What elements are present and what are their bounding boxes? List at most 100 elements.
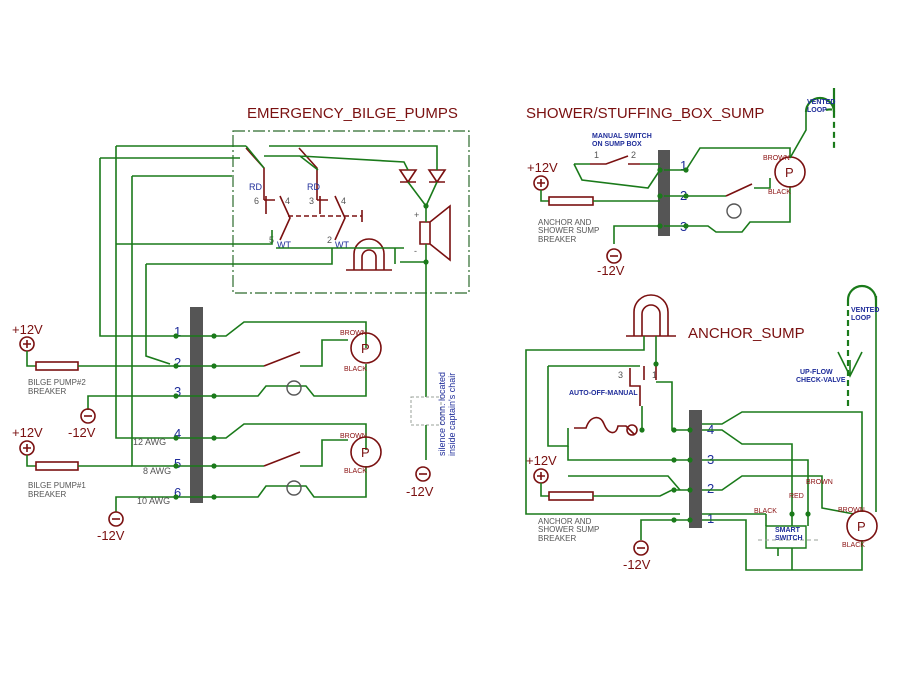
title-anchor-sump: ANCHOR_SUMP [688, 325, 805, 342]
bilge-terminal-1: 1 [174, 324, 181, 339]
emergency-panel-boundary [232, 130, 470, 294]
wire-anchor-lamp-feed [525, 336, 680, 515]
bilge-pump-section: 1 2 3 4 5 6 +12V BILGE PUMP#2 BREAKER -1… [12, 146, 382, 543]
bilge-ground-1-label: -12V [68, 425, 96, 440]
bilge-2-plus-label: +12V [12, 322, 43, 337]
wire-pump-2-float [176, 339, 348, 367]
anchor-terminal-strip [689, 410, 702, 528]
relay-2-pin-2: 2 [327, 235, 332, 245]
wire-shower-float [664, 178, 771, 197]
float-1-ball-icon [286, 480, 302, 496]
wire-bilge-ground-1 [87, 395, 176, 410]
anchor-lamp-inner [641, 304, 661, 336]
wire-panel-rd [264, 155, 409, 171]
shower-discharge-hose [789, 112, 807, 159]
wire-terminal-1 [99, 158, 176, 337]
auto-off-manual-label: AUTO-OFF-MANUAL [569, 390, 638, 397]
anchor-sump-section: 3 1 AUTO-OFF-MANUAL 4 3 2 1 +12V ANCHOR … [525, 284, 879, 572]
ground-emergency-label: -12V [406, 484, 434, 499]
anchor-breaker-label-2: SHOWER SUMP [538, 525, 599, 534]
shower-breaker-label-2: SHOWER SUMP [538, 226, 599, 235]
relay-1-rd-label: RD [249, 182, 262, 192]
silence-note-line-1: silence conn. located [437, 372, 447, 456]
wire-manual-switch [573, 163, 661, 189]
anchor-terminal-1: 1 [707, 511, 714, 526]
anchor-switch-pin-1: 1 [652, 370, 657, 380]
shower-breaker-label-3: BREAKER [538, 235, 576, 244]
shower-vented-loop-icon [825, 108, 836, 150]
relay-1-wt-label: WT [277, 240, 291, 250]
shower-pump-label: P [785, 165, 794, 180]
anchor-ground-label: -12V [623, 557, 651, 572]
anchor-lamp-icon [626, 294, 676, 337]
anchor-switch-pin-3: 3 [618, 370, 623, 380]
relay-2-contact [334, 195, 346, 241]
anchor-breaker-label-1: ANCHOR AND [538, 517, 592, 526]
smart-switch-label-1: SMART [775, 527, 801, 534]
wire-terminal-2-wt [145, 248, 333, 365]
shower-float-ball-icon [726, 203, 742, 219]
relay-1-pin-6: 6 [254, 196, 259, 206]
anchor-pump-black-label: BLACK [842, 542, 865, 549]
relay-leads [265, 196, 321, 214]
wire-smart-switch-top [765, 514, 809, 526]
anchor-pump-icon [846, 510, 878, 542]
anchor-pump-brown-label: BROWN [838, 507, 865, 514]
pump-1-brown-label: BROWN [340, 433, 367, 440]
wire-anchor-4-brown [702, 411, 863, 512]
wire-shower-brown [664, 147, 791, 171]
ground-emergency-icon [415, 466, 431, 482]
pump-1-label: P [361, 445, 370, 460]
anchor-pump-label: P [857, 519, 866, 534]
title-shower-stuffing-box-sump: SHOWER/STUFFING_BOX_SUMP [526, 105, 764, 122]
anchor-red-label: RED [789, 493, 804, 500]
bilge-1-breaker-label-2: BREAKER [28, 490, 66, 499]
anchor-vented-loop-label-1: VENTED [851, 307, 879, 314]
relay-2-pin-4: 4 [341, 196, 346, 206]
shower-terminal-strip [658, 150, 670, 236]
bilge-2-breaker-label-1: BILGE PUMP#2 [28, 378, 86, 387]
check-valve-icon [837, 351, 863, 378]
bilge-terminal-4: 4 [174, 426, 181, 441]
wire-smart-switch-bottom [777, 548, 793, 570]
speaker-minus: - [414, 246, 417, 256]
speaker-plus: + [414, 210, 419, 220]
alarm-lamp-inner [361, 249, 377, 270]
relay-2-wt-label: WT [335, 240, 349, 250]
smart-switch-label-2: SWITCH [775, 535, 803, 542]
manual-switch-label-2: ON SUMP BOX [592, 141, 642, 148]
bilge-2-breaker-icon [35, 361, 79, 371]
shower-ground-icon [606, 248, 622, 264]
manual-switch-icon [590, 155, 640, 165]
diode-1-icon [398, 169, 418, 184]
anchor-plus-label: +12V [526, 453, 557, 468]
diode-2-icon [427, 169, 447, 184]
anchor-breaker-label-3: BREAKER [538, 534, 576, 543]
relay-1-contact [279, 195, 291, 241]
wire-bilge-ground-2 [115, 496, 176, 512]
pump-2-black-label: BLACK [344, 366, 367, 373]
shower-float-switch-icon [725, 183, 753, 197]
manual-switch-pin-2: 2 [631, 150, 636, 160]
shower-ground-label: -12V [597, 263, 625, 278]
shower-breaker-label-1: ANCHOR AND [538, 218, 592, 227]
relay-2-rd-label: RD [307, 182, 320, 192]
float-2-ball-icon [286, 380, 302, 396]
manual-switch-pin-1: 1 [594, 150, 599, 160]
pump-1-icon [350, 436, 382, 468]
shower-breaker-icon [548, 196, 594, 206]
shower-plus-label: +12V [527, 160, 558, 175]
wire-panel-in-1 [116, 145, 265, 169]
wire-pump-2-black [176, 364, 367, 397]
shower-sump-section: 1 2 3 MANUAL SWITCH ON SUMP BOX 1 2 +12V… [527, 88, 835, 278]
bilge-terminal-strip [190, 307, 203, 503]
float-switch-1-icon [263, 451, 301, 467]
wire-anchor-terminal-2 [568, 475, 681, 491]
wire-anchor-supply [540, 483, 549, 497]
bilge-1-breaker-label-1: BILGE PUMP#1 [28, 481, 86, 490]
anchor-vented-loop-label-2: LOOP [851, 315, 871, 322]
silence-note-line-2: inside captain's chair [447, 373, 457, 456]
bilge-terminal-6: 6 [174, 485, 181, 500]
bilge-ground-1-icon [80, 408, 96, 424]
